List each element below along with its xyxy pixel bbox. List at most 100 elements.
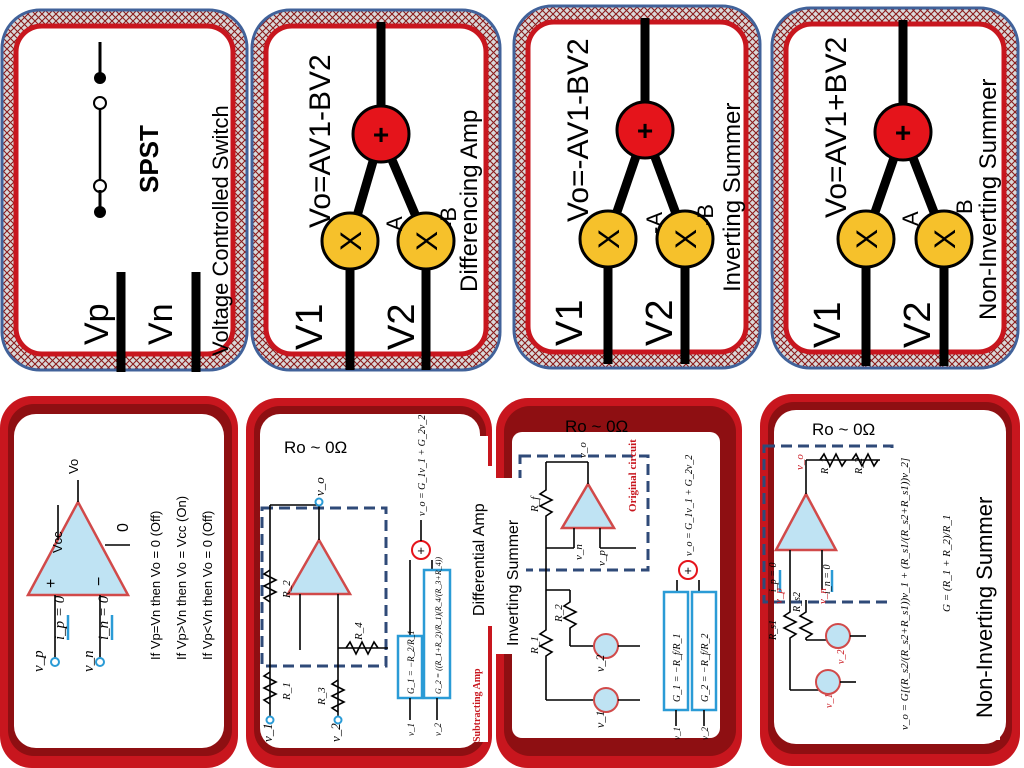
multiplier-a [836,209,896,269]
vp-label: v_p [31,650,47,672]
ro-label: Ro ~ 0Ω [284,438,347,457]
v2-source-label: v_2 [836,650,847,664]
r1-label: R_1 [820,458,831,475]
r1-resistor [538,590,554,700]
gain-b-label: -B [436,207,461,229]
non-inverting-summer-circuit-card: Ro ~ 0Ω v_o R_1 R_2 R_s1 R_s2 i_p = 0 i_… [760,394,1020,766]
caption: Subtracting Amp [472,668,483,742]
v2-label: V2 [639,300,681,346]
vcc-label: Vcc [50,531,65,553]
multiplier-a [578,209,638,269]
v2-terminal [333,715,343,725]
r2-resistor [851,452,879,468]
vo-terminal [314,497,324,507]
vn-terminal [95,657,105,667]
v1-label: v_1 [260,723,275,742]
spst-label: SPST [134,125,164,193]
switch-card: SPST Vp Vn Voltage Controlled Switch [0,8,249,372]
caption: Inverting Summer [719,103,746,292]
multiplier-b [396,211,456,271]
plus-sign: + [43,579,60,588]
zero-label: 0 [115,523,132,532]
multiplier-b [655,209,715,269]
side-label: Inverting Summer [505,519,522,646]
r1-label: R_1 [281,682,293,701]
spst-switch-icon [93,42,107,218]
multiplier-a-symbol: X [851,229,884,249]
summer-plus: + [417,543,425,558]
gain-a-label: -A [642,212,667,234]
inverting-summer-card: + X X -A -B Vo=-AV1-BV2 Inverting Summer… [512,4,762,370]
v1-terminal [265,715,275,725]
vo-label: v_o [312,477,327,496]
r1-resistor [262,671,278,705]
differential-amp-card: Ro ~ 0Ω v_o R_2 R_1 R_3 R_4 v_1 v_2 + v_… [246,398,492,768]
in2-label: v_2 [700,727,710,740]
caption: Non-Inverting Summer [975,79,1002,320]
card-inner [525,19,749,355]
vn-label: v_n [81,650,97,672]
g1-formula: G_1 = −R_f/R_1 [672,634,683,703]
gain-a-label: A [382,216,407,231]
v1-label: V1 [549,300,591,346]
v1-label: V1 [289,304,331,350]
gain-a-label: A [898,211,923,226]
rs1-label: R_s1 [768,620,779,641]
multiplier-a-symbol: X [593,229,626,249]
summer-node [678,560,698,580]
card-inner [263,23,489,357]
summer-node [351,104,411,164]
side-label: Differential Amp [471,503,488,616]
summer-node [615,100,675,160]
multiplier-b-symbol: X [411,231,444,251]
vo-label: v_o [577,442,589,458]
source-v2-icon [593,633,619,659]
rule-greater: If Vp>Vn then Vo = Vcc (On) [174,496,189,660]
v1-label: V1 [807,302,849,348]
in1-label: v_1 [672,727,682,740]
g2-formula: G_2 = ((R_1+R_2)/R_1)(R_4/(R_3+R_4)) [434,557,443,694]
opamp-icon [285,537,353,596]
in2-label: v_2 [433,723,443,736]
original-label: Original circuit [627,439,639,512]
r3-resistor [330,679,346,713]
output-equation: v_o = G_1v_1 + G_2v_2 [417,415,428,516]
rs2-label: R_s2 [792,592,803,613]
r1-label: R_1 [529,636,541,655]
g-formula: G = (R_1 + R_2)/R_1 [941,515,953,612]
opamp-icon [559,481,617,530]
caption: Differencing Amp [456,110,483,292]
v1-source-label: v_1 [593,711,607,728]
opamp-icon [25,499,131,597]
card-inner [512,432,720,738]
vo-label: v_o [794,454,806,470]
r2-label: R_2 [553,604,565,623]
output-equation: v_o = G_1v_1 + G_2v_2 [684,455,695,556]
rule-less: If Vp<Vn then Vo = 0 (Off) [200,511,215,660]
v2-label: V2 [897,302,939,348]
equation: Vo=-AV1-BV2 [562,38,595,222]
rf-label: R_f [529,495,541,513]
g2-formula: G_2 = −R_f/R_2 [700,634,711,703]
summer-symbol: + [373,119,389,150]
source-v1-icon [593,687,619,713]
r2-resistor [262,569,278,603]
ro-label: Ro ~ 0Ω [565,417,628,436]
r4-resistor [345,640,379,656]
inverting-summer-circuit-card: Ro ~ 0Ω Original circuit v_o R_f R_1 R_2… [496,398,742,768]
multiplier-a [320,211,380,271]
summer-node [873,102,933,162]
side-label: Non-Inverting Summer [972,497,997,718]
r3-label: R_3 [316,687,328,706]
card-title: Voltage Controlled Switch [208,105,233,356]
rf-resistor [538,462,554,548]
equation-panel [890,454,1000,740]
multiplier-a-symbol: X [335,231,368,251]
side-label-bg [496,478,526,654]
equation: Vo=AV1-BV2 [304,54,337,228]
vp-label: v_p [773,588,785,604]
multiplier-b-symbol: X [670,229,703,249]
vp-terminal [50,657,60,667]
rs2-resistor [798,600,814,640]
equation: Vo=AV1+BV2 [820,37,853,218]
